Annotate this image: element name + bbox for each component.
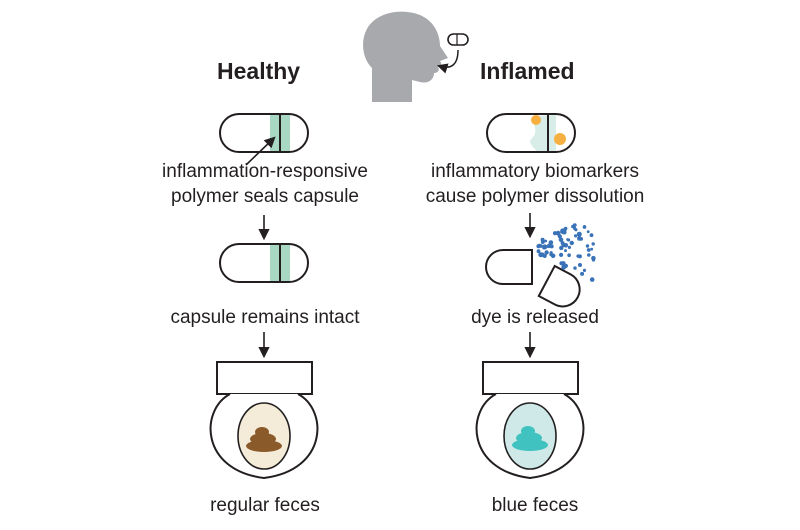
biomarker-blob-icon [554,133,566,145]
dye-particle [557,234,562,239]
dye-particle [571,224,575,229]
inflamed-dissolving-capsule [486,113,576,153]
inflamed-step1-line2: cause polymer dissolution [425,186,645,207]
dye-particle [590,247,594,251]
dye-particle [544,250,549,255]
inflamed-step3: blue feces [491,495,579,516]
dye-particle [552,231,558,236]
dye-particle [566,238,569,241]
dye-particle [549,252,553,257]
dye-particle [582,225,587,229]
dye-particle [560,228,566,234]
dye-particle [559,245,564,251]
swallow-arrow [436,49,459,74]
dye-particle [585,244,590,248]
dye-particle [576,254,580,258]
toilet-bowl-icon [209,361,319,480]
dye-particle [574,228,578,232]
dye-particle [567,253,571,257]
healthy-sealed-capsule [219,113,309,153]
inflamed-step1-line1: inflammatory biomarkers [431,161,639,182]
heading-healthy: Healthy [217,58,301,84]
swallowed-capsule-icon [447,33,469,46]
dye-particle [569,240,574,246]
healthy-step1-line2: polymer seals capsule [171,186,359,207]
heading-inflamed: Inflamed [480,58,575,84]
dye-particle [539,244,543,248]
dye-particle [567,245,572,249]
dye-particle [560,241,565,246]
dye-particle [591,242,595,246]
dye-particle [563,243,569,248]
dye-particle [586,248,591,252]
healthy-intact-capsule [219,243,309,283]
dye-particle [561,264,567,270]
dye-particle [589,233,594,238]
dye-particle [558,237,564,242]
dye-particle [559,252,564,257]
dye-particle [573,266,577,270]
dye-particle [574,234,578,238]
dye-particle [589,277,595,282]
polymer-pointer-arrow [245,136,276,166]
dye-particle [580,271,585,276]
dye-particle [540,240,545,245]
dye-particle [582,268,587,272]
dye-particle [544,239,548,243]
biomarker-blob-icon [531,115,541,125]
dye-particle [559,261,564,266]
regular-feces-icon [246,427,282,452]
healthy-step2: capsule remains intact [170,307,360,328]
blue-feces-icon [512,426,548,451]
dye-particle [577,236,582,241]
inflamed-open-capsule [485,249,581,308]
healthy-step3: regular feces [210,495,320,516]
dye-particle [564,249,567,253]
dye-particle [542,253,547,258]
dye-particle [586,230,590,234]
toilet-bowl-icon [475,361,585,480]
dye-particle [548,240,554,245]
dye-particle [576,231,582,237]
inflamed-step2: dye is released [471,307,599,328]
healthy-step1-line1: inflammation-responsive [162,161,368,182]
dye-particle [587,253,591,257]
dye-particle [536,249,541,254]
dye-particles [536,223,596,282]
dye-particle [542,245,546,250]
human-head-profile-icon [363,11,448,103]
dye-particle [591,258,596,262]
dye-particle [578,263,582,267]
